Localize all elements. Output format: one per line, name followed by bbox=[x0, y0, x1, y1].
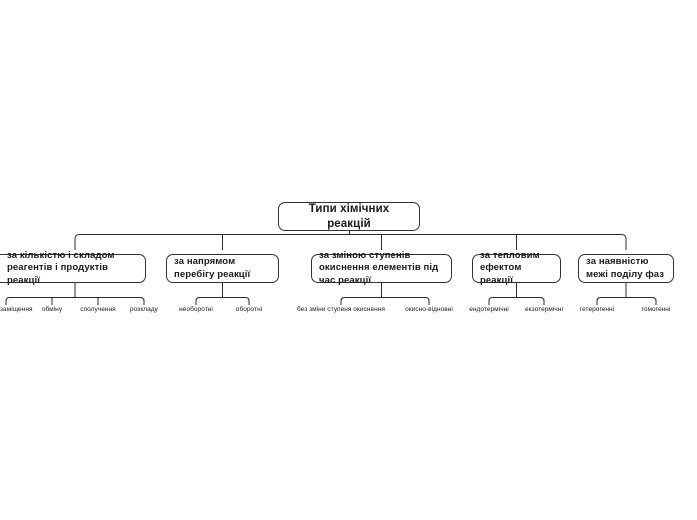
leaf-text: оборотні bbox=[235, 306, 263, 313]
category-node-label: за напрямом перебігу реакції bbox=[174, 256, 251, 280]
category-node-direction[interactable]: за напрямом перебігу реакції bbox=[166, 254, 279, 283]
leaf-label-homogeneous[interactable]: гомогенні bbox=[642, 306, 671, 313]
leaf-label-heterogeneous[interactable]: гетерогенні bbox=[580, 306, 614, 313]
leaf-text: гетерогенні bbox=[579, 306, 615, 313]
category-node-label: за наявністю межі поділу фаз bbox=[586, 256, 665, 280]
leaf-text: екзотермічні bbox=[525, 306, 563, 313]
level1-bus bbox=[74, 234, 627, 250]
leaf-text: сполучення bbox=[80, 306, 116, 313]
leafbus-group-1 bbox=[5, 297, 145, 305]
category-node-thermal-effect[interactable]: за тепловим ефектом реакції bbox=[472, 250, 561, 286]
leaf-label-substitution[interactable]: заміщення bbox=[0, 306, 33, 313]
category-node-label: за кількістю і складом реагентів і проду… bbox=[7, 250, 115, 286]
leaf-label-redox[interactable]: окисно-відновні bbox=[405, 306, 453, 313]
leafbus-group-3 bbox=[340, 297, 430, 305]
leaf-label-exchange[interactable]: обміну bbox=[42, 306, 62, 313]
leaf-label-decomposition[interactable]: розкладу bbox=[130, 306, 158, 313]
category-node-oxidation-state[interactable]: за зміною ступенів окиснення елементів п… bbox=[311, 250, 452, 286]
leaf-text: необоротні bbox=[179, 306, 213, 313]
leaf-text: окисно-відновні bbox=[405, 306, 453, 313]
leafbus-group-5 bbox=[596, 297, 657, 305]
leaf-label-combination[interactable]: сполучення bbox=[80, 306, 116, 313]
category-node-label: за тепловим ефектом реакції bbox=[480, 250, 540, 286]
leaf-label-no-oxidation-change[interactable]: без зміни ступеня окиснення bbox=[297, 306, 385, 313]
leafbus-group-4 bbox=[488, 297, 545, 305]
root-node-label: Типи хімічних реакцій bbox=[308, 202, 390, 230]
leaf-text: заміщення bbox=[0, 306, 33, 313]
leaf-text: розкладу bbox=[130, 306, 158, 313]
leaf-text: ендотермічні bbox=[469, 306, 509, 313]
leaf-label-reversible[interactable]: оборотні bbox=[236, 306, 262, 313]
leaf-text: обміну bbox=[41, 306, 63, 313]
category-node-phase-boundary[interactable]: за наявністю межі поділу фаз bbox=[578, 254, 674, 283]
root-node[interactable]: Типи хімічних реакцій bbox=[278, 202, 420, 231]
leaf-label-irreversible[interactable]: необоротні bbox=[179, 306, 213, 313]
leaf-text: гомогенні bbox=[641, 306, 671, 313]
leaf-label-endothermic[interactable]: ендотермічні bbox=[469, 306, 509, 313]
category-node-label: за зміною ступенів окиснення елементів п… bbox=[319, 250, 439, 286]
leafbus-group-2 bbox=[195, 297, 250, 305]
category-node-reagents-products[interactable]: за кількістю і складом реагентів і проду… bbox=[0, 250, 146, 286]
leaf-text: без зміни ступеня окиснення bbox=[296, 306, 386, 313]
leaf-label-exothermic[interactable]: екзотермічні bbox=[525, 306, 563, 313]
